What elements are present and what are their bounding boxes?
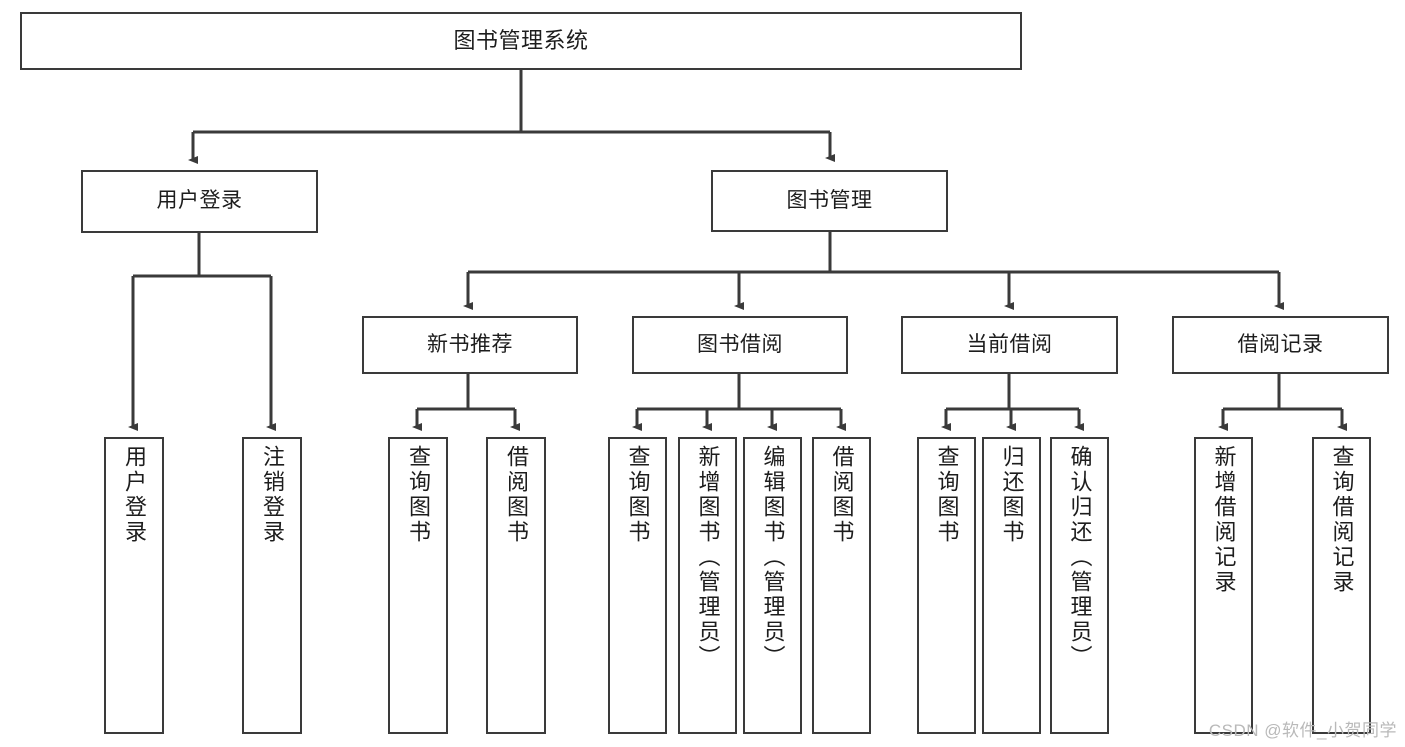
leaf-return-book-label: 归还图书 (999, 445, 1025, 545)
leaf-add-record-label: 新增借阅记录 (1211, 445, 1237, 595)
node-new-book-rec[interactable]: 新书推荐 (362, 316, 578, 374)
leaf-confirm-return[interactable]: 确认归还（管理员） (1050, 437, 1109, 734)
leaf-borrow-book-2-label: 借阅图书 (829, 445, 855, 545)
leaf-borrow-book-2[interactable]: 借阅图书 (812, 437, 871, 734)
node-user-login-label: 用户登录 (156, 189, 243, 213)
node-new-book-rec-label: 新书推荐 (427, 332, 513, 356)
node-current-borrow[interactable]: 当前借阅 (901, 316, 1118, 374)
node-book-borrow[interactable]: 图书借阅 (632, 316, 848, 374)
node-borrow-record-label: 借阅记录 (1237, 332, 1324, 356)
leaf-user-login[interactable]: 用户登录 (104, 437, 164, 734)
leaf-add-book[interactable]: 新增图书（管理员） (678, 437, 737, 734)
leaf-add-record[interactable]: 新增借阅记录 (1194, 437, 1253, 734)
leaf-confirm-return-label: 确认归还（管理员） (1067, 445, 1093, 670)
leaf-query-record[interactable]: 查询借阅记录 (1312, 437, 1371, 734)
leaf-query-book-3-label: 查询图书 (934, 445, 960, 545)
leaf-query-record-label: 查询借阅记录 (1329, 445, 1355, 595)
leaf-query-book-3[interactable]: 查询图书 (917, 437, 976, 734)
leaf-query-book-2[interactable]: 查询图书 (608, 437, 667, 734)
leaf-return-book[interactable]: 归还图书 (982, 437, 1041, 734)
node-book-manage-label: 图书管理 (786, 188, 873, 212)
node-book-manage[interactable]: 图书管理 (711, 170, 948, 232)
leaf-query-book-1[interactable]: 查询图书 (388, 437, 448, 734)
leaf-borrow-book-1[interactable]: 借阅图书 (486, 437, 546, 734)
node-borrow-record[interactable]: 借阅记录 (1172, 316, 1389, 374)
leaf-add-book-label: 新增图书（管理员） (695, 445, 721, 670)
node-root[interactable]: 图书管理系统 (20, 12, 1022, 70)
leaf-logout[interactable]: 注销登录 (242, 437, 302, 734)
node-current-borrow-label: 当前借阅 (966, 332, 1053, 356)
watermark: CSDN @软件_小贺同学 (1208, 721, 1397, 740)
node-book-borrow-label: 图书借阅 (697, 332, 783, 356)
leaf-logout-label: 注销登录 (260, 445, 285, 545)
node-user-login[interactable]: 用户登录 (81, 170, 318, 233)
leaf-borrow-book-1-label: 借阅图书 (504, 445, 529, 545)
leaf-edit-book[interactable]: 编辑图书（管理员） (743, 437, 802, 734)
leaf-user-login-label: 用户登录 (122, 445, 147, 545)
leaf-query-book-1-label: 查询图书 (406, 445, 431, 545)
leaf-edit-book-label: 编辑图书（管理员） (760, 445, 786, 670)
leaf-query-book-2-label: 查询图书 (625, 445, 651, 545)
node-root-label: 图书管理系统 (453, 28, 589, 54)
